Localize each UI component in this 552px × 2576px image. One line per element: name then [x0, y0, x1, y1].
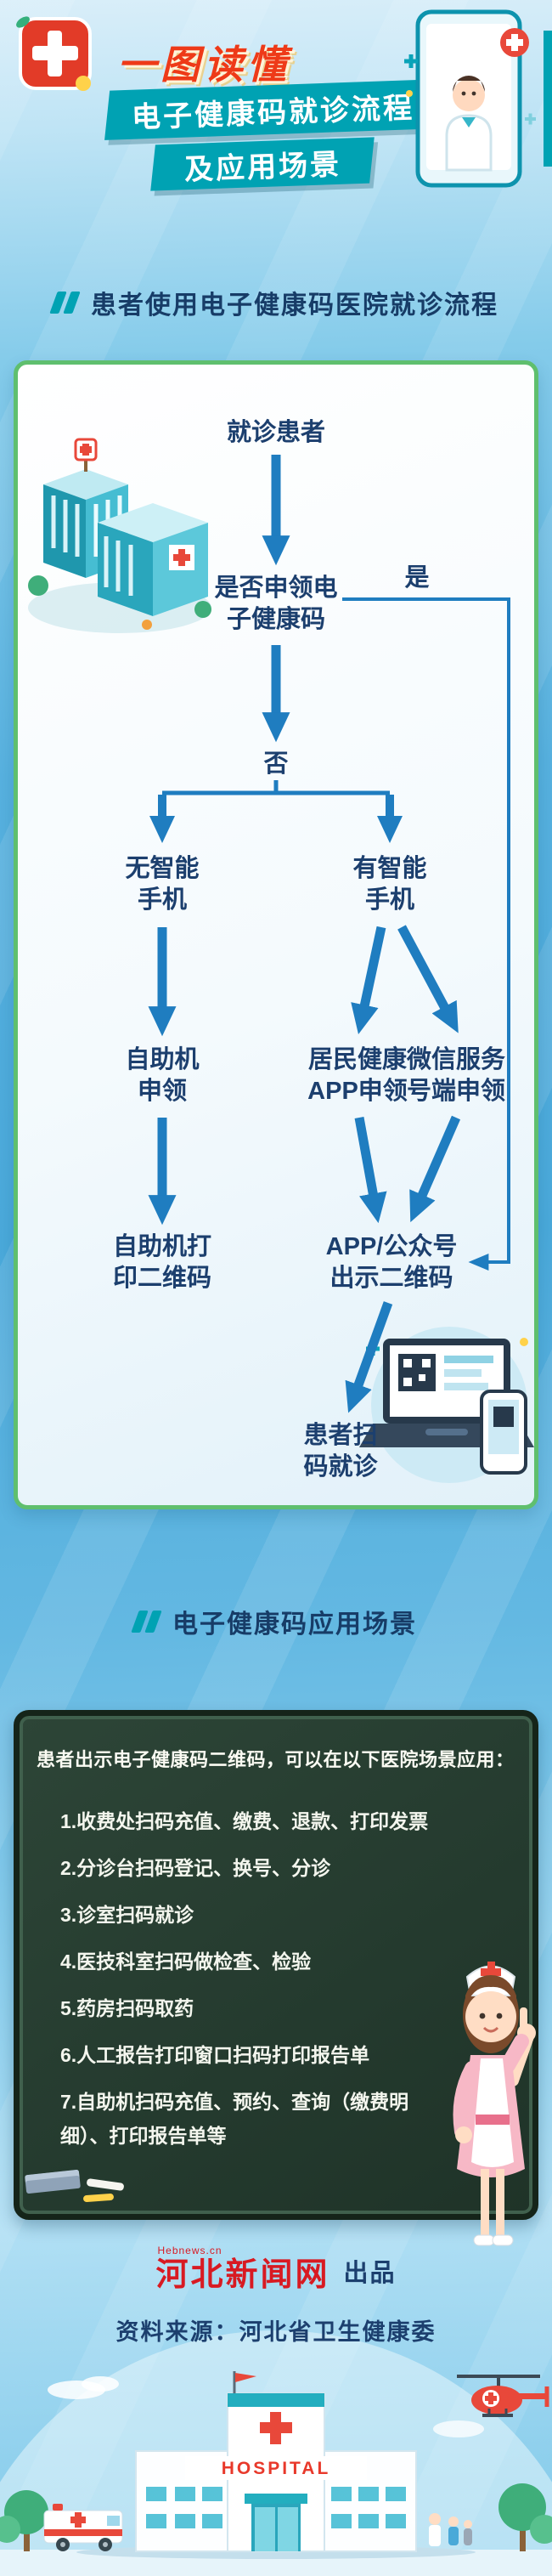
flow-node-kiosk-apply: 自助机申领 — [125, 1046, 200, 1105]
hospital-building: HOSPITAL — [135, 2371, 417, 2552]
poster-subtitle-2: 及应用场景 — [183, 148, 342, 186]
flow-section-heading: 患者使用电子健康码医院就诊流程 — [0, 284, 552, 321]
list-item: 4.医技科室扫码做检查、检验 — [60, 1950, 312, 1973]
helicopter-icon — [457, 2375, 549, 2417]
isometric-hospital-illustration — [28, 438, 211, 633]
flow-node-has-phone: 有智能手机 — [352, 855, 427, 914]
hebnews-logo-text: 河北新闻网 — [155, 2257, 330, 2293]
list-item: 6.人工报告打印窗口扫码打印报告单 — [60, 2044, 370, 2066]
publisher-row: Hebnews.cn 河北新闻网 出品 — [0, 2245, 552, 2291]
flowchart-arrows — [148, 455, 510, 1413]
tree-icon — [0, 2483, 552, 2551]
laptop-qr-illustration — [359, 1327, 534, 1483]
ambulance-icon — [43, 2504, 123, 2551]
data-source-line: 资料来源：河北省卫生健康委 — [115, 2319, 437, 2345]
flow-node-no-phone: 无智能手机 — [125, 855, 200, 914]
flow-label-no: 否 — [263, 750, 289, 778]
board-scenario-list: 1.收费处扫码充值、缴费、退款、打印发票 2.分诊台扫码登记、换号、分诊 3.诊… — [60, 1804, 438, 2166]
scene-section-heading-text: 电子健康码应用场景 — [172, 1611, 417, 1639]
nurse-illustration — [453, 1962, 536, 2246]
teal-quote-icon — [131, 1611, 162, 1633]
hebnews-logo-url: Hebnews.cn — [157, 2245, 222, 2256]
list-item: 3.诊室扫码就诊 — [60, 1904, 194, 1926]
flow-node-kiosk-print: 自助机打印二维码 — [112, 1233, 211, 1292]
flow-node-scan-visit: 患者扫码就诊 — [303, 1422, 378, 1480]
produced-by-label: 出品 — [343, 2260, 397, 2287]
flow-node-app-apply: 居民健康APP申领 — [307, 1046, 408, 1105]
flag-icon — [235, 2373, 256, 2382]
list-item: 7.自助机扫码充值、预约、查询（缴费明细）、打印报告单等 — [60, 2091, 409, 2147]
flow-node-patient: 就诊患者 — [226, 419, 325, 446]
poster-subtitle-1: 电子健康码就诊流程 — [131, 91, 415, 134]
teal-quote-icon — [49, 292, 81, 314]
poster-subtitle-strip-1: 电子健康码就诊流程 — [104, 79, 441, 140]
flow-node-wechat-apply: 微信服务号端申领 — [406, 1046, 505, 1105]
list-item: 2.分诊台扫码登记、换号、分诊 — [60, 1857, 331, 1879]
people-figures — [429, 2513, 472, 2546]
flowchart-panel: 就诊患者 是否申领电子健康码 是 否 无智能手机 有智能手机 自助机申领 居民健… — [14, 360, 538, 1509]
flow-label-yes: 是 — [404, 564, 430, 592]
cloud-icon — [48, 2376, 484, 2437]
flow-node-app-show: APP/公众号出示二维码 — [325, 1233, 458, 1292]
poster-title: 一图读懂 — [117, 42, 290, 87]
health-app-cross-icon — [16, 16, 92, 91]
list-item: 5.药房扫码取药 — [60, 1997, 194, 2019]
hospital-scene-illustration: HOSPITAL — [0, 2371, 552, 2576]
board-intro-text: 患者出示电子健康码二维码，可以在以下医院场景应用： — [37, 1749, 515, 1770]
poster-subtitle-strip-2: 及应用场景 — [150, 137, 375, 191]
entrance-canopy — [245, 2494, 307, 2504]
list-item: 1.收费处扫码充值、缴费、退款、打印发票 — [60, 1810, 429, 1832]
flow-section-heading-text: 患者使用电子健康码医院就诊流程 — [91, 292, 498, 320]
scene-section-heading: 电子健康码应用场景 — [0, 1603, 552, 1640]
flow-node-question: 是否申领电子健康码 — [214, 575, 338, 633]
hebnews-logo: Hebnews.cn 河北新闻网 — [155, 2245, 330, 2291]
doctor-phone-illustration — [404, 9, 552, 188]
hospital-sign: HOSPITAL — [222, 2459, 331, 2478]
blackboard-panel: 患者出示电子健康码二维码，可以在以下医院场景应用： 1.收费处扫码充值、缴费、退… — [14, 1710, 538, 2220]
